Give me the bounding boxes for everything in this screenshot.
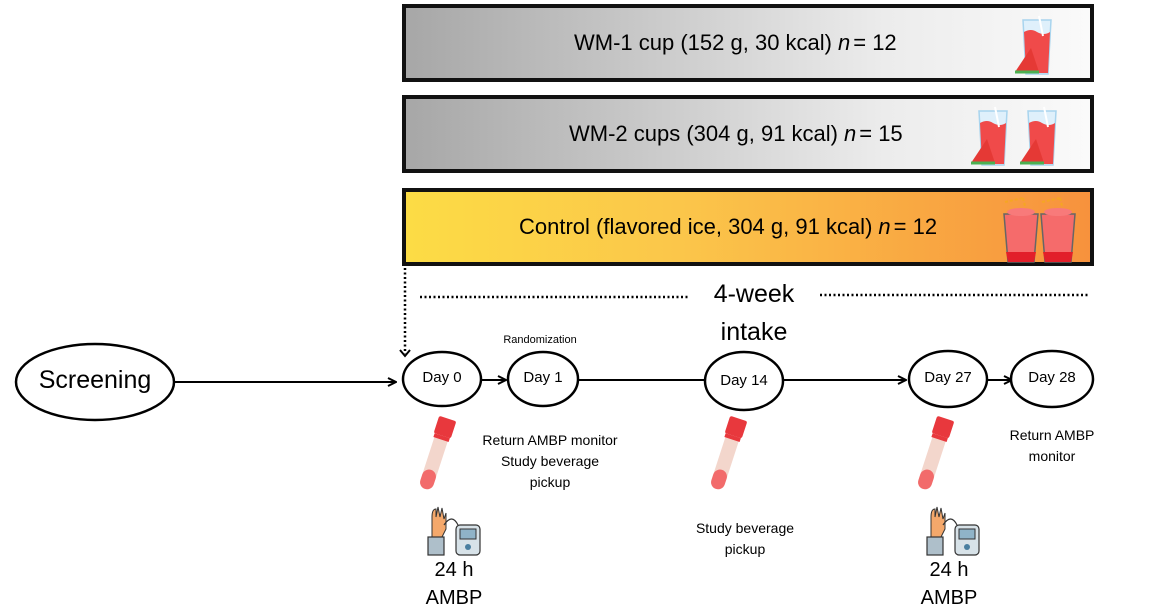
day-14-label: Day 14 xyxy=(720,372,768,389)
annotation-line: pickup xyxy=(529,474,571,490)
group-label-text: Control (flavored ice, 304 g, 91 kcal) xyxy=(519,214,873,239)
intake-label: intake xyxy=(720,318,788,346)
group-label: WM-1 cup (152 g, 30 kcal) n = 12 xyxy=(574,8,897,78)
group-label: Control (flavored ice, 304 g, 91 kcal) n… xyxy=(519,192,937,262)
node-day-14 xyxy=(703,350,785,412)
slush-drink-icon xyxy=(1040,197,1076,263)
screening-label: Screening xyxy=(38,366,152,394)
day-0-label: Day 0 xyxy=(422,369,462,386)
group-label: WM-2 cups (304 g, 91 kcal) n = 15 xyxy=(569,99,903,169)
n-value: = 12 xyxy=(893,214,938,239)
group-box-wm-2-cups: WM-2 cups (304 g, 91 kcal) n = 15 xyxy=(402,95,1094,173)
arrow-down-icon xyxy=(399,349,411,358)
ambp-day-27-label: 24 h AMBP xyxy=(905,556,993,612)
node-day-1 xyxy=(506,350,580,408)
annotation-line: Return AMBP xyxy=(1009,427,1095,443)
day-28-annotation: Return AMBP monitor xyxy=(992,425,1112,467)
day-1-annotation: Return AMBP monitor Study beverage picku… xyxy=(470,430,630,493)
annotation-line: Return AMBP monitor xyxy=(482,432,618,448)
randomization-label: Randomization xyxy=(503,334,577,346)
n-symbol: n xyxy=(837,30,851,55)
day-27-label: Day 27 xyxy=(924,369,972,386)
ambp-text: AMBP xyxy=(425,587,483,609)
day-1-label: Day 1 xyxy=(523,369,563,386)
group-box-control: Control (flavored ice, 304 g, 91 kcal) n… xyxy=(402,188,1094,266)
n-value: = 15 xyxy=(859,121,903,146)
node-day-28 xyxy=(1009,349,1095,409)
watermelon-juice-icon xyxy=(971,106,1008,166)
annotation-line: Study beverage xyxy=(695,520,795,536)
ambp-duration: 24 h xyxy=(434,559,474,581)
day-28-label: Day 28 xyxy=(1028,369,1076,386)
blood-pressure-monitor-icon xyxy=(427,506,481,556)
node-screening xyxy=(14,342,176,422)
annotation-line: monitor xyxy=(1028,448,1076,464)
day-14-annotation: Study beverage pickup xyxy=(670,518,820,560)
annotation-line: Study beverage xyxy=(500,453,600,469)
watermelon-juice-icon xyxy=(1015,15,1052,75)
n-symbol: n xyxy=(843,121,857,146)
watermelon-juice-icon xyxy=(1020,106,1057,166)
ambp-day-0-label: 24 h AMBP xyxy=(410,556,498,612)
group-label-text: WM-1 cup (152 g, 30 kcal) xyxy=(574,30,832,55)
group-label-text: WM-2 cups (304 g, 91 kcal) xyxy=(569,121,838,146)
node-day-27 xyxy=(907,349,989,409)
n-symbol: n xyxy=(878,214,891,239)
intake-duration-label: 4-week xyxy=(713,280,795,308)
blood-pressure-monitor-icon xyxy=(926,506,980,556)
blood-tube-icon xyxy=(918,416,954,490)
annotation-line: pickup xyxy=(724,541,766,557)
group-box-wm-1-cup: WM-1 cup (152 g, 30 kcal) n = 12 xyxy=(402,4,1094,82)
node-day-0 xyxy=(401,350,483,408)
slush-drink-icon xyxy=(1003,197,1039,263)
ambp-duration: 24 h xyxy=(929,559,969,581)
blood-tube-icon xyxy=(711,416,747,490)
blood-tube-icon xyxy=(420,416,456,490)
n-value: = 12 xyxy=(853,30,897,55)
ambp-text: AMBP xyxy=(920,587,978,609)
